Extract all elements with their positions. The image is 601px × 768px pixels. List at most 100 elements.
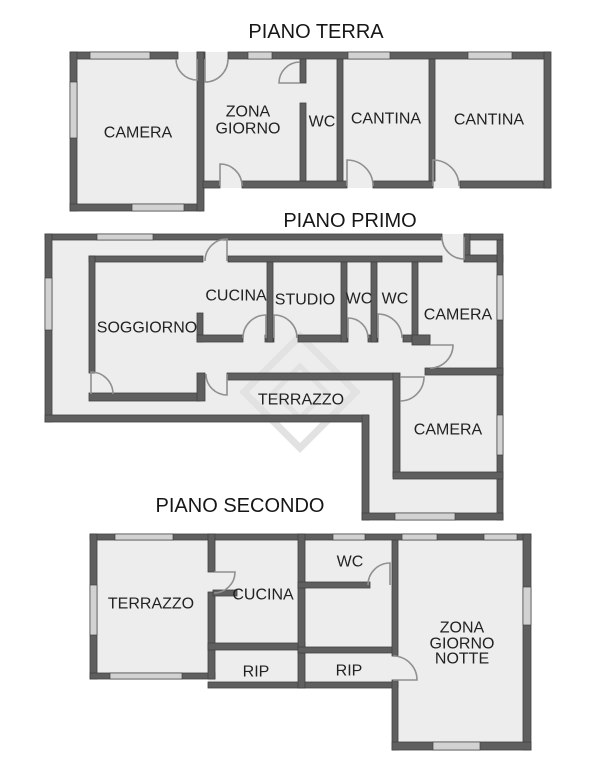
wall-segment: [196, 372, 206, 402]
door-arc: [278, 61, 301, 84]
window: [496, 274, 504, 321]
floor-area: [70, 52, 203, 211]
floor-area: [362, 415, 503, 520]
room-label-terrazzo: TERRAZZO: [258, 392, 344, 409]
wall-segment: [202, 180, 221, 189]
door-arc: [204, 58, 229, 83]
wall-segment: [543, 51, 552, 189]
floor-title-piano-secondo: PIANO SECONDO: [156, 495, 325, 517]
room-label-rip: RIP: [243, 664, 270, 681]
door-arc: [213, 571, 236, 594]
door-arc: [441, 236, 465, 260]
room-label-camera: CAMERA: [414, 422, 483, 439]
window: [496, 414, 504, 456]
wall-segment: [297, 533, 306, 689]
wall-segment: [299, 58, 307, 84]
window: [394, 512, 456, 521]
room-label-giorno: GIORNO: [430, 636, 495, 653]
wall-segment: [372, 180, 434, 189]
window: [89, 51, 151, 60]
room-label-rip: RIP: [336, 663, 363, 680]
window: [89, 584, 98, 636]
room-label-wc: WC: [337, 554, 364, 571]
window: [44, 277, 53, 331]
window: [96, 233, 154, 241]
wall-segment: [370, 261, 378, 343]
door-arc: [205, 373, 228, 396]
wall-segment: [392, 471, 504, 480]
wall-segment: [297, 581, 371, 589]
wall-segment: [207, 591, 216, 680]
room-label-cucina: CUCINA: [232, 587, 294, 604]
wall-segment: [299, 102, 307, 182]
room-label-zona: ZONA: [440, 620, 485, 637]
room-label-zona: ZONA: [226, 104, 271, 121]
door-arc: [347, 317, 369, 339]
room-label-giorno: GIORNO: [216, 121, 281, 138]
room-label-cantina: CANTINA: [454, 112, 525, 129]
window: [401, 533, 438, 541]
room-label-notte: NOTTE: [435, 651, 489, 668]
door-arc: [90, 371, 114, 395]
room-label-studio: STUDIO: [275, 292, 335, 309]
room-label-wc: WC: [382, 291, 409, 308]
window: [131, 203, 185, 212]
wall-segment: [88, 255, 96, 374]
wall-segment: [241, 180, 348, 189]
wall-segment: [459, 180, 552, 189]
door-arc: [204, 238, 228, 262]
wall-segment: [207, 533, 216, 573]
wall-segment: [340, 261, 348, 343]
window: [483, 533, 518, 541]
wall-segment: [391, 679, 399, 751]
wall-segment: [88, 392, 201, 402]
wall-segment: [196, 334, 244, 343]
wall-segment: [266, 261, 274, 343]
wall-segment: [44, 414, 369, 423]
wall-segment: [411, 334, 431, 346]
wall-segment: [297, 646, 393, 654]
wall-segment: [88, 255, 204, 263]
door-arc: [367, 562, 391, 586]
wall-segment: [207, 642, 306, 651]
door-arc: [219, 163, 243, 187]
wall-segment: [428, 58, 436, 182]
window: [467, 51, 513, 60]
window: [247, 51, 273, 60]
window: [332, 533, 366, 541]
wall-segment: [227, 255, 443, 263]
wall-segment: [424, 367, 504, 376]
door-arc: [273, 314, 298, 339]
floor-piano-primo: SOGGIORNO CUCINA STUDIO WC WC CAMERA TERRAZZO C…: [44, 210, 504, 521]
wall-segment: [392, 372, 401, 478]
window: [347, 51, 391, 60]
wall-segment: [391, 539, 399, 657]
floor-area: [392, 534, 531, 750]
room-label-wc: WC: [346, 291, 373, 308]
wall-segment: [297, 334, 349, 343]
door-arc: [429, 344, 454, 369]
room-label-terrazzo: TERRAZZO: [108, 596, 194, 613]
room-label-cucina: CUCINA: [205, 288, 267, 305]
wall-segment: [226, 372, 394, 381]
door-arc: [175, 58, 198, 81]
window: [69, 81, 78, 139]
floor-title-piano-terra: PIANO TERRA: [248, 21, 384, 43]
wall-segment: [336, 58, 344, 182]
room-label-soggiorno: SOGGIORNO: [97, 320, 197, 337]
door-arc: [377, 313, 403, 339]
window: [114, 533, 174, 541]
door-arc: [399, 376, 425, 402]
room-label-camera: CAMERA: [104, 125, 173, 142]
door-arc: [346, 159, 374, 187]
wall-segment: [522, 533, 532, 751]
wall-segment: [361, 414, 370, 521]
wall-segment: [196, 51, 205, 212]
room-label-wc: WC: [309, 114, 336, 131]
room-label-camera: CAMERA: [424, 307, 493, 324]
wall-segment: [411, 261, 419, 343]
